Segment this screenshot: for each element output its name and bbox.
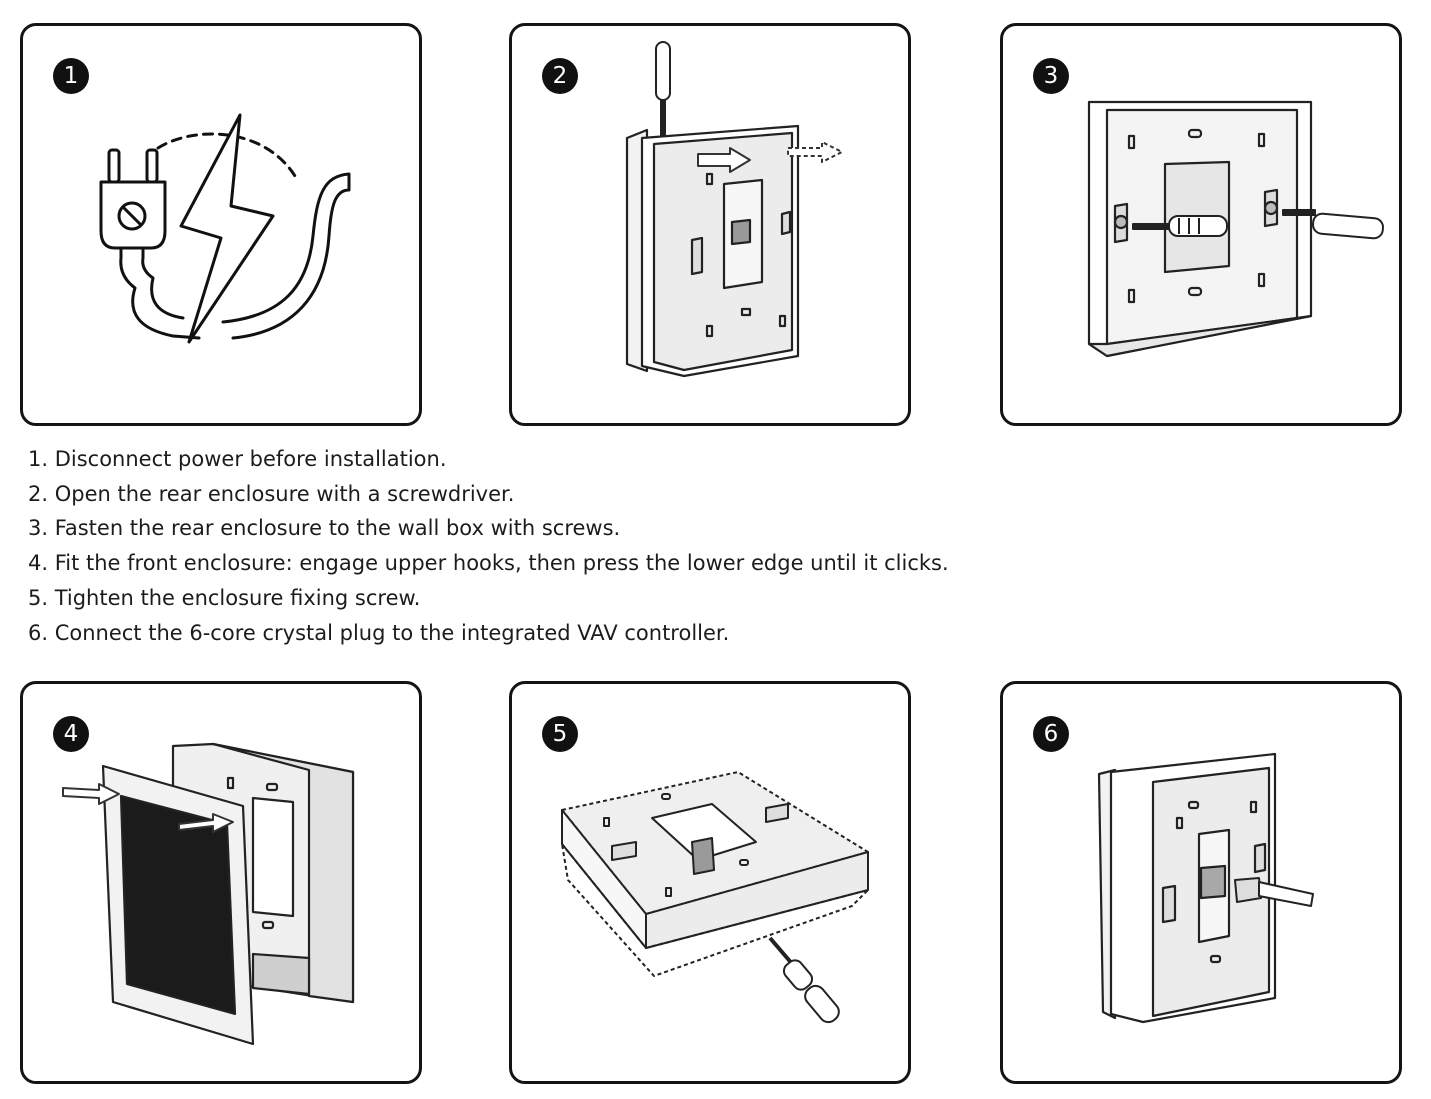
step-3-badge: 3	[1033, 58, 1069, 94]
step-5-badge: 5	[542, 716, 578, 752]
step-text-2: 2. Open the rear enclosure with a screwd…	[28, 481, 515, 506]
step-4-badge: 4	[53, 716, 89, 752]
fit-front-enclosure	[62, 742, 355, 1046]
step-4-panel: 4	[20, 681, 422, 1084]
step-2-badge: 2	[542, 58, 578, 94]
power-plug-lightning-icon	[99, 113, 351, 344]
step-text-6: 6. Connect the 6-core crystal plug to th…	[28, 620, 730, 645]
step-text-4: 4. Fit the front enclosure: engage upper…	[28, 551, 949, 576]
step-1-panel: 1	[20, 23, 422, 426]
tighten-fixing-screw	[561, 771, 869, 1024]
step-6-badge: 6	[1033, 716, 1069, 752]
step-2-panel: 2	[509, 23, 911, 426]
step-1-badge: 1	[53, 58, 89, 94]
connect-crystal-plug	[1097, 752, 1314, 1024]
step-6-panel: 6	[1000, 681, 1402, 1084]
step-text-5: 5. Tighten the enclosure fixing screw.	[28, 585, 421, 610]
step-text-3: 3. Fasten the rear enclosure to the wall…	[28, 516, 621, 541]
screw-rear-enclosure-to-wall-box	[1087, 100, 1384, 358]
installation-steps-list: 1. Disconnect power before installation.…	[28, 442, 949, 650]
step-5-panel: 5	[509, 681, 911, 1084]
step-3-panel: 3	[1000, 23, 1402, 426]
step-text-1: 1. Disconnect power before installation.	[28, 447, 447, 471]
screwdriver-open-rear-enclosure	[625, 41, 843, 378]
